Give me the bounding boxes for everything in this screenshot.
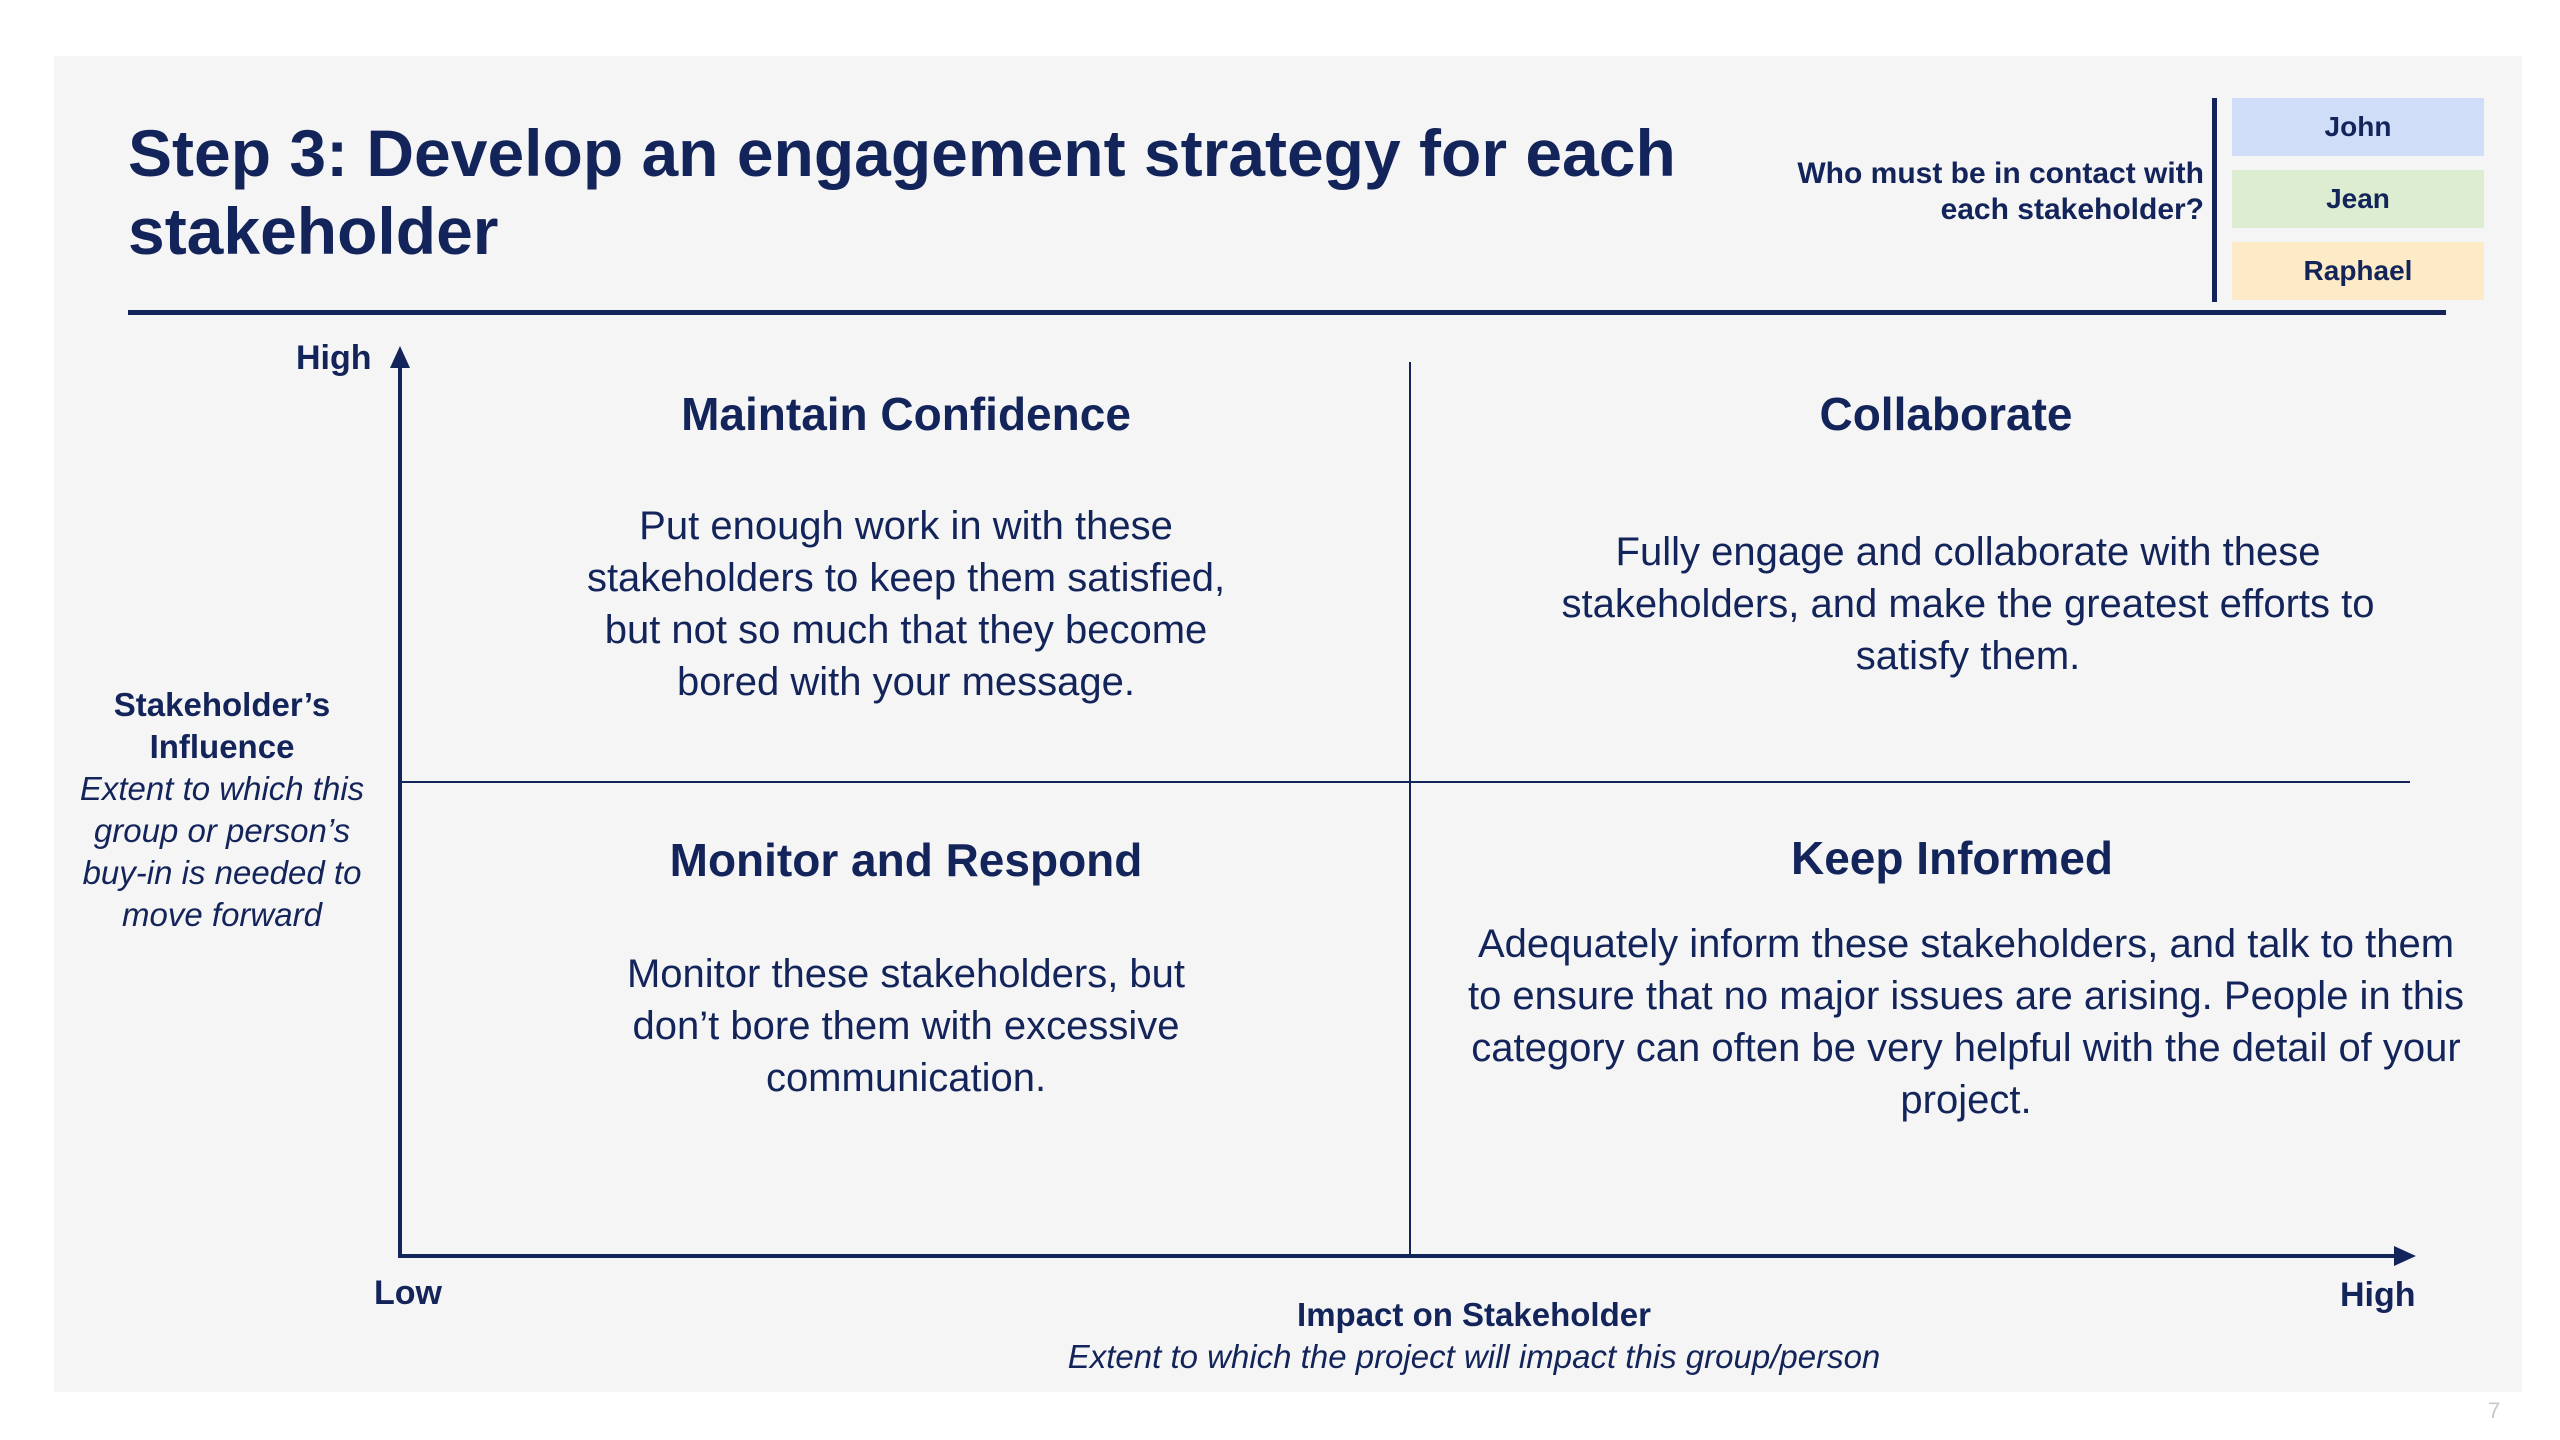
contact-divider — [2212, 98, 2217, 302]
y-axis-high-label: High — [296, 339, 372, 377]
quadrant-monitor-respond-title: Monitor and Respond — [669, 834, 1143, 886]
contact-question: Who must be in contact with each stakeho… — [1797, 157, 2204, 226]
title-divider — [128, 310, 2446, 315]
slide: Step 3: Develop an engagement strategy f… — [54, 56, 2522, 1392]
x-axis-arrowhead — [2394, 1246, 2416, 1266]
quadrant-collaborate-text: Fully engage and collaborate with these … — [1561, 530, 2375, 678]
quadrant-keep-informed-text: Adequately inform these stakeholders, an… — [1467, 922, 2465, 1122]
quadrant-maintain-confidence-title: Maintain Confidence — [681, 388, 1131, 440]
matrix-lines — [390, 346, 2416, 1266]
contact-chip-raphael: Raphael — [2232, 242, 2484, 300]
x-axis-low-label: Low — [374, 1274, 442, 1312]
quadrant-maintain-confidence-text: Put enough work in with these stakeholde… — [586, 504, 1226, 704]
y-axis-arrowhead — [390, 346, 410, 368]
quadrant-keep-informed-title: Keep Informed — [1790, 832, 2114, 884]
x-axis-subtitle: Extent to which the project will impact … — [1067, 1338, 1881, 1375]
contact-chip-john: John — [2232, 98, 2484, 156]
x-axis-high-label: High — [2340, 1276, 2416, 1314]
y-axis-title-block: Stakeholder’s Influence Extent to which … — [72, 684, 372, 936]
y-axis-title: Stakeholder’s Influence — [113, 686, 331, 765]
contact-chip-jean: Jean — [2232, 170, 2484, 228]
quadrant-collaborate-title: Collaborate — [1819, 388, 2073, 440]
quadrant-monitor-respond-text: Monitor these stakeholders, but don’t bo… — [626, 952, 1186, 1100]
x-axis-title-block: Impact on Stakeholder Extent to which th… — [854, 1294, 2094, 1378]
slide-title: Step 3: Develop an engagement strategy f… — [128, 116, 1676, 268]
x-axis-title: Impact on Stakeholder — [1297, 1296, 1651, 1333]
y-axis-subtitle: Extent to which this group or person’s b… — [79, 770, 365, 933]
page-number: 7 — [2488, 1398, 2501, 1423]
